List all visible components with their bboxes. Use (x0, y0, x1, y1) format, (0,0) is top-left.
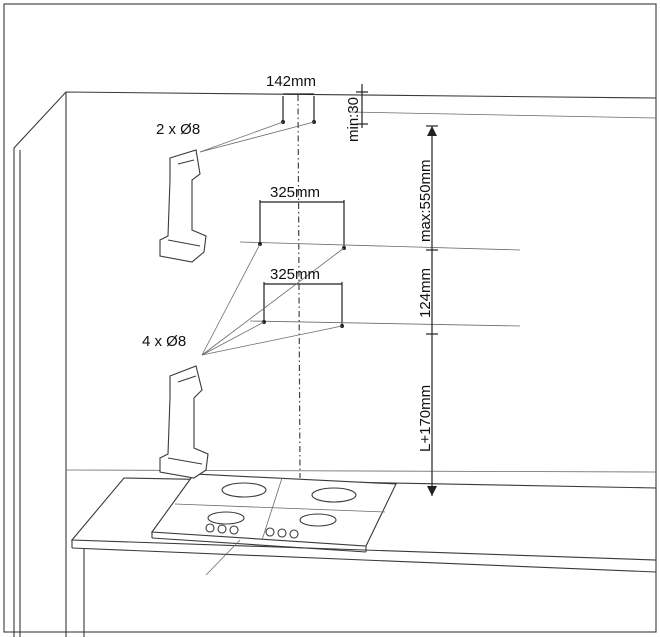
label-l170: L+170mm (417, 385, 434, 452)
frame-border (3, 3, 657, 633)
label-upper-plugs: 2 x Ø8 (156, 121, 200, 138)
label-min30: min:30 (345, 97, 362, 142)
center-axis (297, 94, 301, 479)
lower-bracket (159, 365, 209, 479)
drill-points-325-upper (239, 200, 521, 251)
label-142mm: 142mm (266, 73, 316, 90)
label-max550: max:550mm (417, 159, 434, 242)
label-325-lower: 325mm (270, 266, 320, 283)
drill-points-142 (199, 93, 316, 153)
dim-min30 (356, 84, 368, 128)
dim-vertical-right (426, 125, 438, 496)
leader-lines-lower (201, 243, 345, 356)
upper-bracket (159, 149, 207, 263)
label-lower-plugs: 4 x Ø8 (142, 333, 186, 350)
hob (150, 473, 397, 576)
drill-points-325-lower (249, 282, 521, 328)
label-325-upper: 325mm (270, 184, 320, 201)
label-124mm: 124mm (417, 268, 434, 318)
